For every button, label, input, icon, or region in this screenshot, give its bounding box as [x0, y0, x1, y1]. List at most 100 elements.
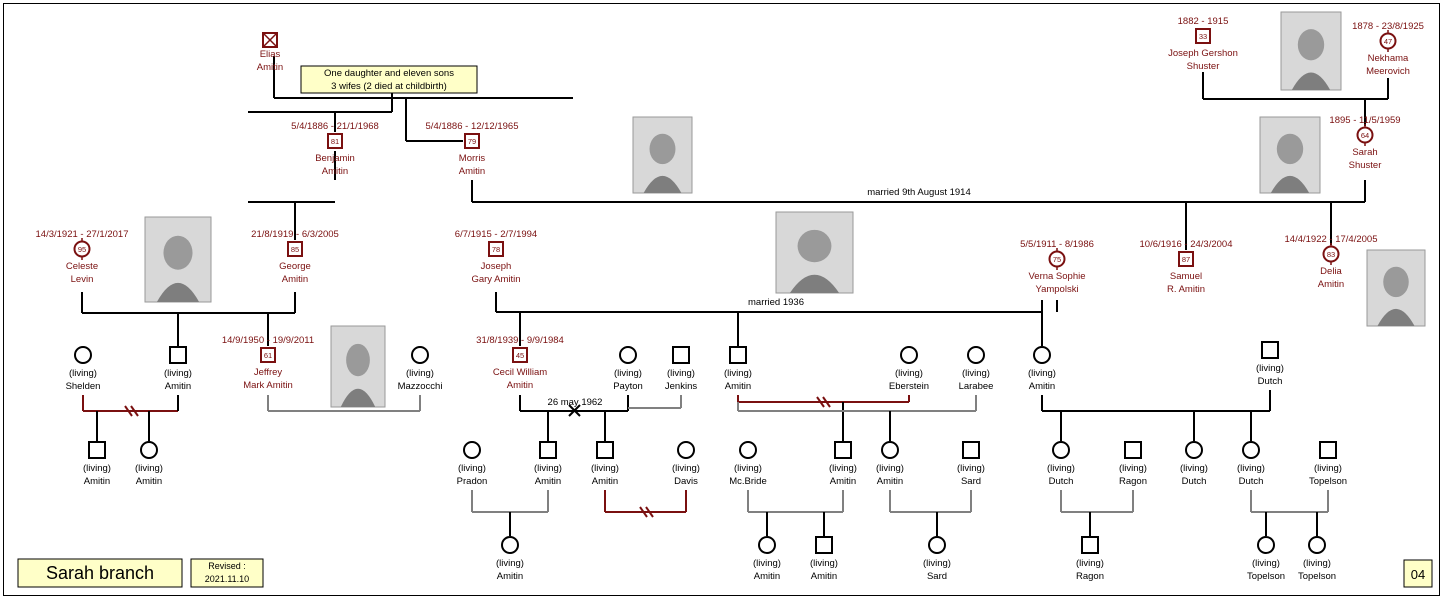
person-name-line: (living)	[1252, 558, 1280, 569]
person-name-line: Morris	[459, 153, 486, 164]
person-amitin-son-of-joseph[interactable]: (living)Amitin	[724, 346, 752, 392]
person-ragon[interactable]: (living)Ragon	[1119, 441, 1147, 487]
person-name-line: (living)	[957, 463, 985, 474]
person-amitin-ggc-1[interactable]: (living)Amitin	[496, 536, 524, 582]
person-dutch-husband[interactable]: (living) Dutch	[1256, 341, 1284, 387]
person-pradon[interactable]: (living)Pradon	[457, 441, 488, 487]
person-age: 78	[492, 245, 500, 254]
page-number-box: 04	[1403, 559, 1433, 588]
person-amitin-gc-6[interactable]: (living)Amitin	[876, 441, 904, 487]
person-name-line: Celeste	[66, 261, 98, 272]
person-age: 85	[291, 245, 299, 254]
person-name-line: Ragon	[1076, 571, 1104, 582]
person-name-line: Sard	[961, 476, 981, 487]
person-dutch-gc-2[interactable]: (living)Dutch	[1180, 441, 1208, 487]
person-age: 81	[331, 137, 339, 146]
male-symbol	[539, 441, 557, 459]
person-name-line: Amitin	[535, 476, 561, 487]
person-amitin-gc-1[interactable]: (living)Amitin	[83, 441, 111, 487]
female-symbol	[1052, 441, 1070, 459]
person-payton[interactable]: (living)Payton	[613, 346, 643, 392]
person-sard-ggc[interactable]: (living)Sard	[923, 536, 951, 582]
female-symbol	[1308, 536, 1326, 554]
female-symbol	[501, 536, 519, 554]
male-symbol	[1124, 441, 1142, 459]
person-mcbride[interactable]: (living)Mc.Bride	[729, 441, 767, 487]
person-name-line: (living)	[406, 368, 434, 379]
male-symbol	[815, 536, 833, 554]
person-amitin-son-of-george[interactable]: (living)Amitin	[164, 346, 192, 392]
person-name-line: (living)	[135, 463, 163, 474]
person-amitin-gc-3[interactable]: (living)Amitin	[534, 441, 562, 487]
person-dates: 1895 - 11/5/1959	[1329, 115, 1400, 126]
person-age: 83	[1327, 250, 1335, 259]
person-name-line: Samuel	[1170, 271, 1202, 282]
female-symbol: 83	[1322, 243, 1340, 265]
photo-morris	[632, 116, 693, 194]
person-topelson-ggc-2[interactable]: (living)Topelson	[1298, 536, 1336, 582]
person-larabee[interactable]: (living)Larabee	[959, 346, 994, 392]
male-symbol: 81	[327, 133, 343, 149]
person-name-line: Amitin	[282, 274, 308, 285]
person-jenkins[interactable]: (living)Jenkins	[665, 346, 697, 392]
person-name-line: (living)	[895, 368, 923, 379]
page-border	[3, 3, 1440, 596]
person-name-line: Mc.Bride	[729, 476, 766, 487]
person-name-line: Amitin	[257, 62, 283, 73]
person-dutch-gc-3[interactable]: (living)Dutch	[1237, 441, 1265, 487]
person-dates: 10/6/1916 - 24/3/2004	[1140, 239, 1233, 250]
person-name-line: (living)	[69, 368, 97, 379]
person-name-line: Topelson	[1309, 476, 1347, 487]
person-shelden[interactable]: (living) Shelden	[66, 346, 101, 392]
person-amitin-ggc-3[interactable]: (living)Amitin	[810, 536, 838, 582]
person-dutch-gc-1[interactable]: (living)Dutch	[1047, 441, 1075, 487]
person-mazzocchi[interactable]: (living)Mazzocchi	[398, 346, 443, 392]
female-symbol: 95	[73, 238, 91, 260]
person-sard[interactable]: (living) Sard	[957, 441, 985, 487]
person-topelson[interactable]: (living) Topelson	[1309, 441, 1347, 487]
person-age: 45	[516, 351, 524, 360]
person-name-line: Joseph	[481, 261, 512, 272]
male-symbol	[1081, 536, 1099, 554]
person-name-line: Joseph Gershon	[1168, 48, 1238, 59]
person-dates: 5/4/1886 - 12/12/1965	[426, 121, 519, 132]
person-davis[interactable]: (living)Davis	[672, 441, 700, 487]
person-name-line: Ragon	[1119, 476, 1147, 487]
person-name-line: (living)	[1314, 463, 1342, 474]
person-name-line: Verna Sophie	[1028, 271, 1085, 282]
person-amitin-gc-5[interactable]: (living)Amitin	[829, 441, 857, 487]
person-amitin-gc-2[interactable]: (living)Amitin	[135, 441, 163, 487]
person-name-line: (living)	[672, 463, 700, 474]
person-name-line: Dutch	[1239, 476, 1264, 487]
person-amitin-ggc-2[interactable]: (living)Amitin	[753, 536, 781, 582]
person-name-line: Dutch	[1258, 376, 1283, 387]
person-name-line: Amitin	[507, 380, 533, 391]
notes: One daughter and eleven sons 3 wifes (2 …	[300, 65, 971, 408]
person-name-line: (living)	[1256, 363, 1284, 374]
male-symbol	[1261, 341, 1279, 359]
person-topelson-ggc-1[interactable]: (living)Topelson	[1247, 536, 1285, 582]
person-name-line: Shelden	[66, 381, 101, 392]
person-amitin-gc-4[interactable]: (living)Amitin	[591, 441, 619, 487]
person-amitin-daughter-of-joseph[interactable]: (living)Amitin	[1028, 346, 1056, 392]
person-ragon-ggc[interactable]: (living)Ragon	[1076, 536, 1104, 582]
male-symbol: 79	[464, 133, 480, 149]
person-dates: 31/8/1939 - 9/9/1984	[476, 335, 564, 346]
person-eberstein[interactable]: (living)Eberstein	[889, 346, 929, 392]
